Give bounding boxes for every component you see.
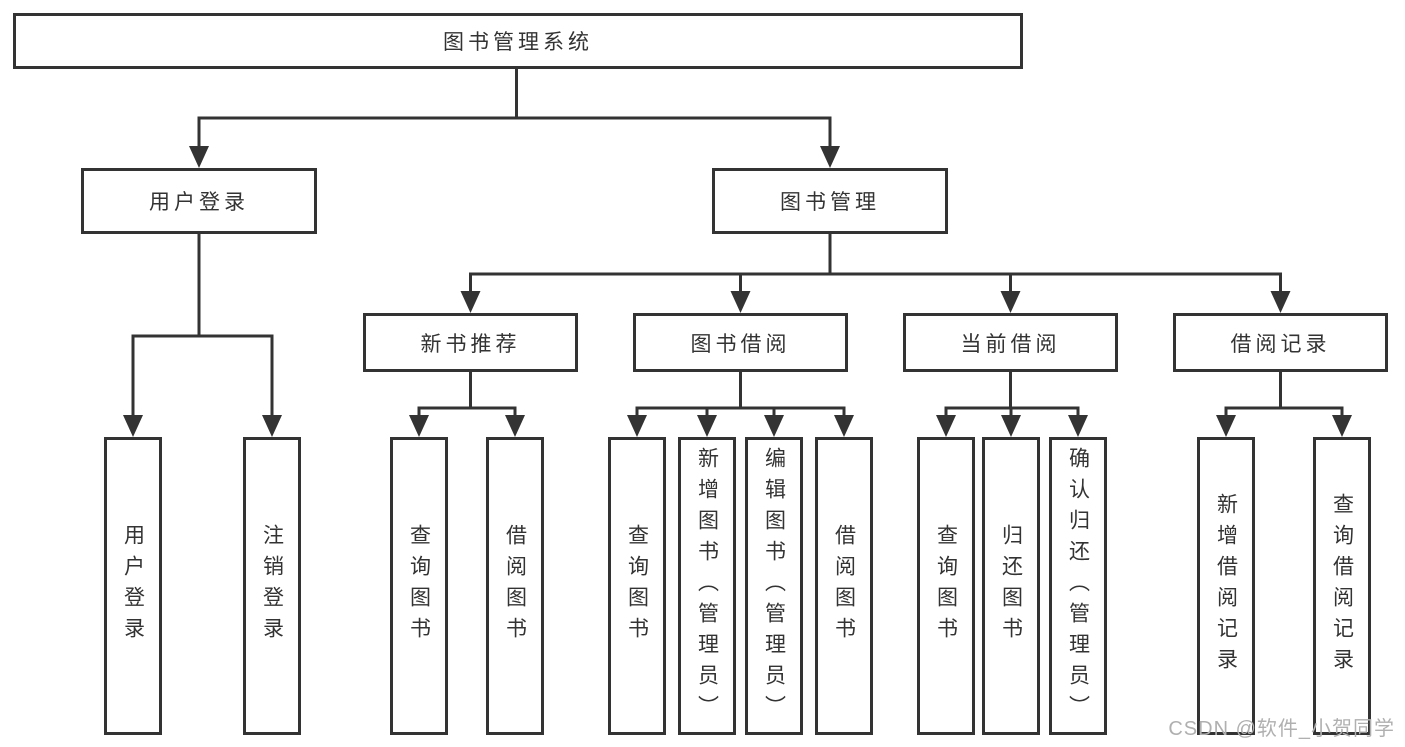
node-book-borrow: 图书借阅 — [633, 313, 848, 372]
node-root-system-label: 图书管理系统 — [443, 31, 593, 54]
csdn-watermark: CSDN @软件_小贺同学 — [1168, 718, 1395, 740]
node-current-borrow-label: 当前借阅 — [960, 332, 1061, 356]
leaf-query-book-current-label: 查询图书 — [934, 524, 958, 648]
leaf-borrow-book-label: 借阅图书 — [832, 524, 856, 648]
node-user-login-label: 用户登录 — [149, 191, 249, 214]
node-book-management-label: 图书管理 — [780, 191, 880, 214]
node-book-management: 图书管理 — [712, 168, 948, 234]
node-user-login: 用户登录 — [81, 168, 317, 234]
leaf-add-book-admin: 新增图书（管理员） — [678, 437, 736, 735]
leaf-edit-book-admin-label: 编辑图书（管理员） — [762, 446, 786, 726]
node-current-borrow: 当前借阅 — [903, 313, 1118, 372]
leaf-return-book-label: 归还图书 — [999, 524, 1023, 648]
node-borrow-records-label: 借阅记录 — [1230, 332, 1331, 356]
leaf-query-book-borrow: 查询图书 — [608, 437, 666, 735]
leaf-query-book-borrow-label: 查询图书 — [625, 524, 649, 648]
leaf-user-login-label: 用户登录 — [121, 524, 145, 648]
leaf-add-book-admin-label: 新增图书（管理员） — [695, 446, 719, 726]
leaf-logout: 注销登录 — [243, 437, 301, 735]
leaf-confirm-return-admin: 确认归还（管理员） — [1049, 437, 1107, 735]
leaf-user-login: 用户登录 — [104, 437, 162, 735]
leaf-borrow-book-recommend: 借阅图书 — [486, 437, 544, 735]
leaf-query-book-recommend: 查询图书 — [390, 437, 448, 735]
leaf-return-book: 归还图书 — [982, 437, 1040, 735]
leaf-edit-book-admin: 编辑图书（管理员） — [745, 437, 803, 735]
leaf-borrow-book: 借阅图书 — [815, 437, 873, 735]
leaf-borrow-book-recommend-label: 借阅图书 — [503, 524, 527, 648]
leaf-query-borrow-record: 查询借阅记录 — [1313, 437, 1371, 735]
node-book-borrow-label: 图书借阅 — [690, 332, 791, 356]
leaf-query-book-recommend-label: 查询图书 — [407, 524, 431, 648]
node-new-book-recommend: 新书推荐 — [363, 313, 578, 372]
leaf-confirm-return-admin-label: 确认归还（管理员） — [1066, 446, 1090, 726]
node-root-system: 图书管理系统 — [13, 13, 1023, 69]
leaf-logout-label: 注销登录 — [260, 524, 284, 648]
leaf-add-borrow-record-label: 新增借阅记录 — [1214, 493, 1238, 679]
node-borrow-records: 借阅记录 — [1173, 313, 1388, 372]
node-new-book-recommend-label: 新书推荐 — [420, 332, 521, 356]
leaf-query-borrow-record-label: 查询借阅记录 — [1330, 493, 1354, 679]
leaf-query-book-current: 查询图书 — [917, 437, 975, 735]
leaf-add-borrow-record: 新增借阅记录 — [1197, 437, 1255, 735]
connector-paths — [131, 69, 1344, 416]
